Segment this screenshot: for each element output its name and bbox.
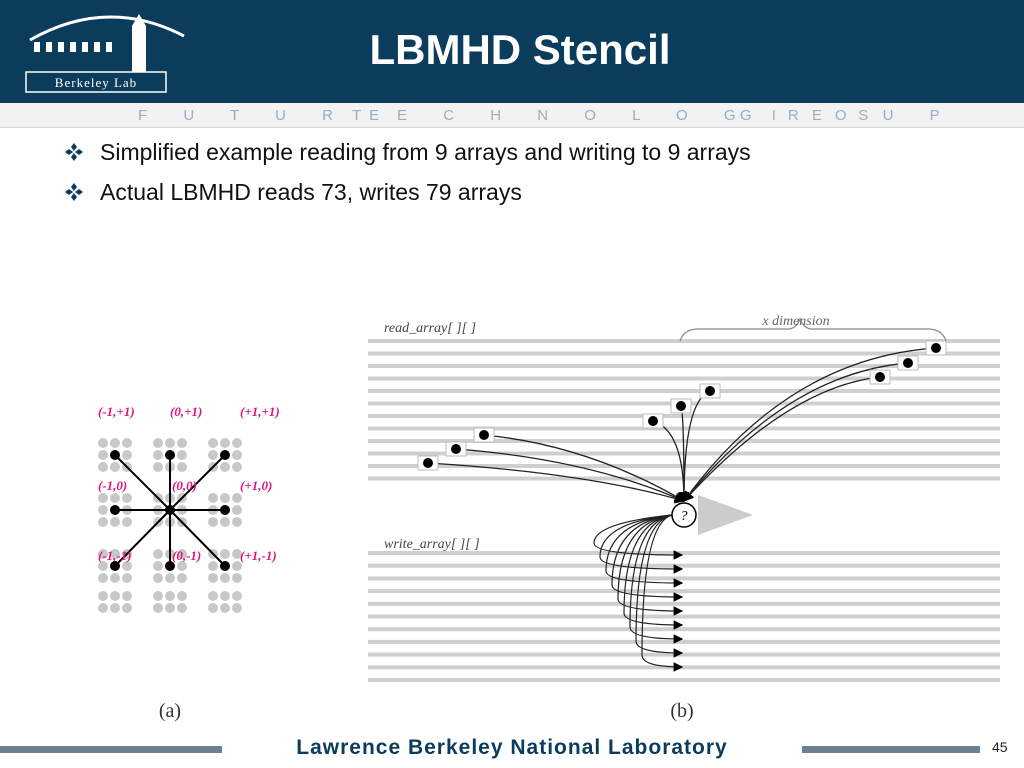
stencil-label: (+1,0) (240, 478, 272, 493)
logo-text: Berkeley Lab (55, 75, 137, 90)
stencil-label: (+1,-1) (240, 548, 277, 563)
stencil-label: (0,0) (172, 478, 197, 493)
diamond-bullet-icon (65, 143, 83, 161)
center-node (671, 502, 697, 528)
banner-word-group: G R O U P (740, 107, 956, 124)
banner-word-future: F U T U R E (138, 107, 396, 124)
figure-b-caption: (b) (670, 700, 693, 722)
center-node-symbol: ? (681, 509, 688, 524)
stencil-label: (0,+1) (170, 404, 202, 419)
read-array-label: read_array[ ][ ] (384, 321, 476, 336)
stencil-points (110, 450, 230, 571)
x-dimension-label: x dimension (761, 314, 829, 329)
stencil-label: (-1,+1) (98, 404, 135, 419)
read-points (417, 340, 947, 471)
bullet-text: Simplified example reading from 9 arrays… (100, 139, 751, 165)
diamond-bullet-icon (65, 183, 83, 201)
bullet-item: Simplified example reading from 9 arrays… (62, 137, 992, 177)
stencil-label: (-1,-1) (98, 548, 132, 563)
footer-bar-right (802, 746, 980, 753)
footer: Lawrence Berkeley National Laboratory 45 (0, 734, 1024, 768)
write-array-rows (368, 551, 1000, 682)
future-technologies-group-banner: F U T U R E T E C H N O L O G I E S G R … (0, 103, 1024, 128)
berkeley-lab-logo: Berkeley Lab (25, 14, 185, 93)
stencil-label: (0,-1) (172, 548, 201, 563)
bullet-item: Actual LBMHD reads 73, writes 79 arrays (62, 177, 992, 217)
stencil-figure-a: (-1,+1) (0,+1) (+1,+1) (-1,0) (0,0) (+1,… (98, 404, 280, 722)
stencil-label: (+1,+1) (240, 404, 280, 419)
footer-bar-left (0, 746, 222, 753)
stencil-grid-cells (98, 438, 242, 613)
slide-title: LBMHD Stencil (369, 26, 671, 73)
banner-word-technologies: T E C H N O L O G I E S (352, 107, 885, 124)
write-array-label: write_array[ ][ ] (384, 537, 480, 552)
bullet-text: Actual LBMHD reads 73, writes 79 arrays (100, 179, 522, 205)
footer-lab-name: Lawrence Berkeley National Laboratory (296, 736, 728, 759)
page-number: 45 (992, 739, 1008, 755)
stencil-label: (-1,0) (98, 478, 127, 493)
figure-a-caption: (a) (159, 700, 181, 722)
bullet-list: Simplified example reading from 9 arrays… (62, 137, 992, 217)
stencil-figure-b: read_array[ ][ ] write_array[ ][ ] x dim… (368, 314, 1000, 722)
direction-arrow-icon (698, 495, 753, 535)
header-bar: Berkeley Lab LBMHD Stencil (0, 0, 1024, 103)
x-dimension-brace (679, 317, 947, 342)
stencil-connections (114, 454, 226, 567)
